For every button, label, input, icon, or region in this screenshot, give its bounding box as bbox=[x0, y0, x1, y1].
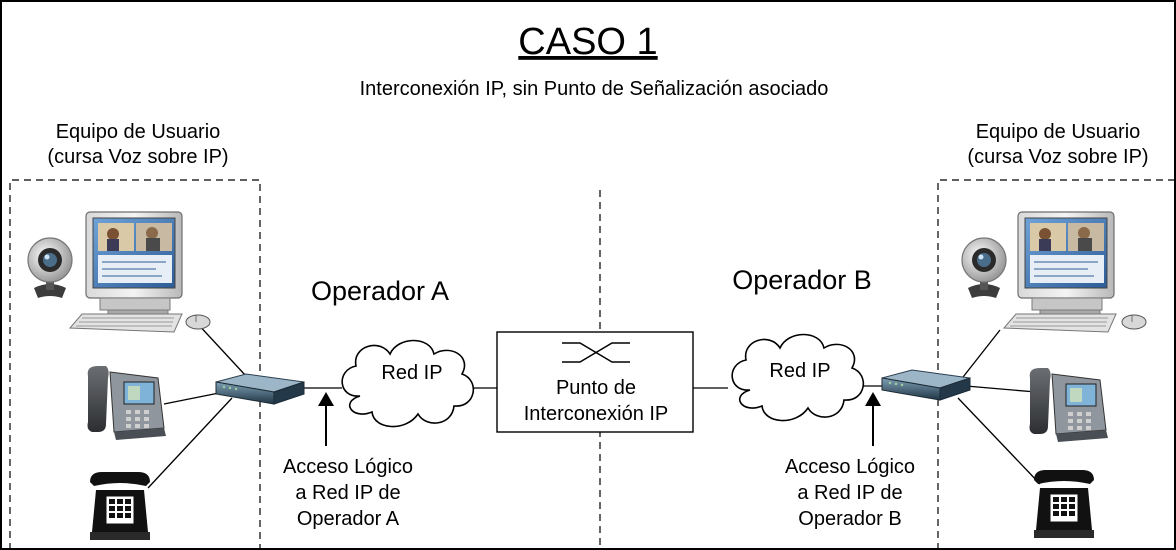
page-title: CASO 1 bbox=[518, 21, 657, 63]
access-a-line2: a Red IP de bbox=[295, 482, 400, 504]
subtitle: Interconexión IP, sin Punto de Señalizac… bbox=[360, 78, 829, 100]
interconnection-label-line2: Interconexión IP bbox=[524, 403, 669, 425]
access-b-line1: Acceso Lógico bbox=[785, 456, 915, 478]
router-icon bbox=[215, 373, 305, 405]
interconnection-point-box bbox=[496, 331, 694, 433]
crossover-switch-icon bbox=[562, 342, 630, 363]
keyboard-icon bbox=[1003, 313, 1117, 333]
mouse-icon bbox=[1121, 314, 1147, 330]
up-arrow-icon bbox=[865, 392, 881, 446]
access-a-line3: Operador A bbox=[297, 508, 400, 530]
access-a-line1: Acceso Lógico bbox=[283, 456, 413, 478]
analog-phone-icon bbox=[89, 471, 151, 541]
interconnection-label-line1: Punto de bbox=[556, 377, 636, 399]
mouse-icon bbox=[185, 314, 211, 330]
network-a-label: Red IP bbox=[381, 362, 442, 384]
access-b-line3: Operador B bbox=[798, 508, 901, 530]
webcam-icon bbox=[27, 237, 73, 299]
operator-b-label: Operador B bbox=[732, 265, 872, 295]
network-b-label: Red IP bbox=[769, 360, 830, 382]
computer-monitor-icon bbox=[1017, 211, 1115, 319]
left-user-equipment-box bbox=[9, 179, 261, 550]
ip-phone-icon bbox=[87, 365, 167, 441]
right-user-label-line2: (cursa Voz sobre IP) bbox=[967, 146, 1148, 168]
ip-phone-icon bbox=[1029, 367, 1109, 443]
webcam-icon bbox=[961, 237, 1007, 299]
left-user-label-line1: Equipo de Usuario bbox=[56, 121, 221, 143]
right-user-label-line1: Equipo de Usuario bbox=[976, 121, 1141, 143]
keyboard-icon bbox=[69, 313, 183, 333]
computer-monitor-icon bbox=[85, 211, 183, 319]
operator-a-label: Operador A bbox=[311, 276, 449, 306]
right-user-equipment-box bbox=[937, 179, 1176, 550]
analog-phone-icon bbox=[1033, 469, 1095, 539]
up-arrow-icon bbox=[318, 392, 334, 446]
access-b-line2: a Red IP de bbox=[797, 482, 902, 504]
left-user-label-line2: (cursa Voz sobre IP) bbox=[47, 146, 228, 168]
connection-lines bbox=[147, 321, 1041, 489]
router-icon bbox=[881, 369, 971, 401]
